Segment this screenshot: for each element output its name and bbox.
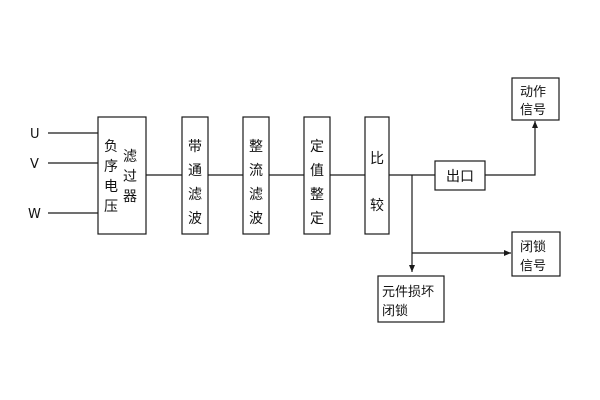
rectifier-char-2: 流 xyxy=(249,163,263,179)
setting-char-1: 定 xyxy=(310,139,324,155)
input-u-label: U xyxy=(30,127,40,142)
filter-char-2: 序 xyxy=(104,159,118,175)
action-signal-line1: 动作 xyxy=(520,85,546,100)
lock-signal-line2: 信号 xyxy=(520,259,546,274)
filter-char-5: 滤 xyxy=(123,149,137,165)
rectifier-char-4: 波 xyxy=(249,211,263,227)
bandpass-char-1: 带 xyxy=(188,139,202,155)
lock-signal-line1: 闭锁 xyxy=(520,239,546,255)
exit-label: 出口 xyxy=(446,169,474,185)
exit-block xyxy=(434,160,486,191)
rectifier-char-1: 整 xyxy=(249,139,263,155)
damage-lock-block xyxy=(377,275,445,323)
setting-char-2: 值 xyxy=(310,163,324,179)
bandpass-char-4: 波 xyxy=(188,211,202,227)
damage-lock-line2: 闭锁 xyxy=(382,303,408,319)
compare-block xyxy=(364,116,390,235)
bandpass-filter-block xyxy=(181,116,209,235)
setting-char-4: 定 xyxy=(310,211,324,227)
bandpass-char-3: 滤 xyxy=(188,187,202,203)
negative-sequence-filter-block xyxy=(97,116,147,235)
action-signal-block xyxy=(511,77,560,121)
filter-char-6: 过 xyxy=(123,169,137,185)
lock-signal-block xyxy=(511,231,561,277)
action-signal-line2: 信号 xyxy=(520,103,546,118)
filter-char-4: 压 xyxy=(104,199,118,215)
filter-char-3: 电 xyxy=(104,179,118,195)
compare-char-2: 较 xyxy=(370,198,384,214)
bandpass-char-2: 通 xyxy=(188,163,202,179)
input-w-label: W xyxy=(28,207,41,222)
wire-exit-action xyxy=(485,121,538,176)
input-v-label: V xyxy=(30,157,39,172)
setting-char-3: 整 xyxy=(310,187,324,203)
damage-lock-line1: 元件损坏 xyxy=(382,285,434,300)
filter-char-1: 负 xyxy=(104,139,118,155)
compare-char-1: 比 xyxy=(370,151,384,167)
filter-char-7: 器 xyxy=(123,189,137,205)
rectifier-char-3: 滤 xyxy=(249,187,263,203)
